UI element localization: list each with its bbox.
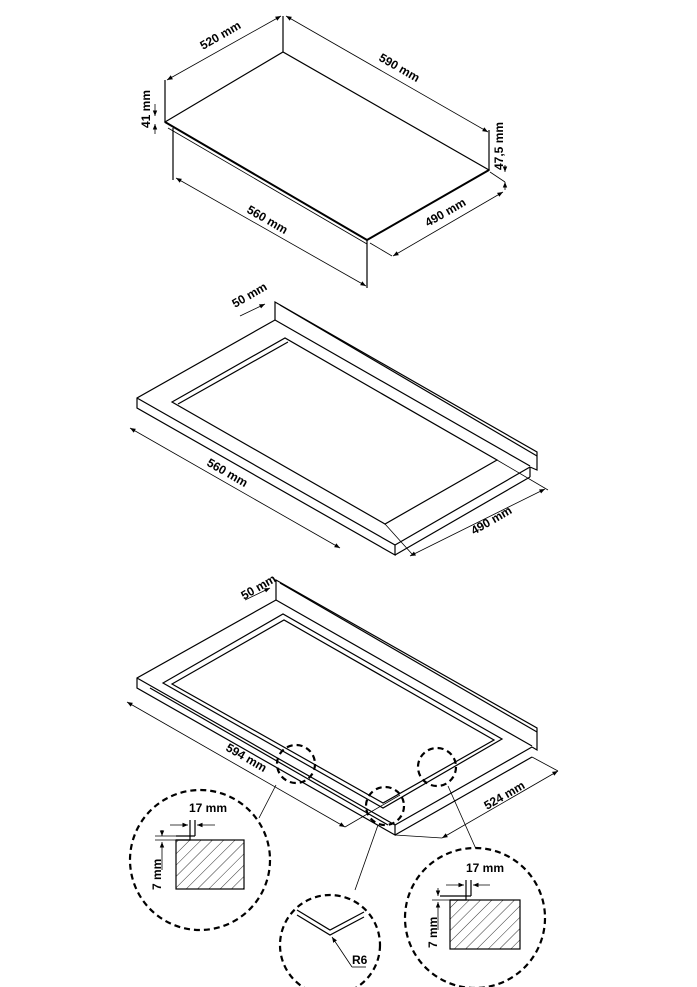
rebate-inner xyxy=(170,619,496,804)
worktop-cutout-drawing: 50 mm 560 mm 490 mm xyxy=(129,279,549,557)
label-7-left: 7 mm xyxy=(150,859,164,890)
label-560: 560 mm xyxy=(245,202,291,236)
detail-marker-right xyxy=(416,746,458,788)
label-490: 490 mm xyxy=(423,195,469,229)
label-50: 50 mm xyxy=(230,279,270,310)
detail-center: R6 xyxy=(278,893,382,987)
label-520: 520 mm xyxy=(198,18,244,52)
label-594: 594 mm xyxy=(224,740,270,774)
label-524: 524 mm xyxy=(482,778,528,812)
label-41: 41 mm xyxy=(139,90,153,128)
dimension-590 xyxy=(285,15,489,133)
dimension-490 xyxy=(392,191,504,257)
detail-marker-left xyxy=(275,743,317,785)
label-590: 590 mm xyxy=(377,50,423,84)
cutout-opening xyxy=(170,337,499,525)
label-17-right: 17 mm xyxy=(466,861,504,875)
detail-left: 17 mm 7 mm xyxy=(128,788,272,932)
label-r6: R6 xyxy=(352,953,368,967)
detail-marker-center xyxy=(364,785,406,827)
label-17-left: 17 mm xyxy=(189,801,227,815)
label-47-5: 47,5 mm xyxy=(492,122,506,170)
label-50-rebate: 50 mm xyxy=(239,571,279,602)
label-7-right: 7 mm xyxy=(426,917,440,948)
dimension-520 xyxy=(166,15,282,81)
detail-right: 17 mm 7 mm xyxy=(403,846,547,987)
label-560-cutout: 560 mm xyxy=(205,455,251,489)
dimension-560 xyxy=(175,177,367,287)
hob-drawing: 520 mm 590 mm 41 mm 47,5 mm 560 mm 490 m… xyxy=(139,15,508,288)
